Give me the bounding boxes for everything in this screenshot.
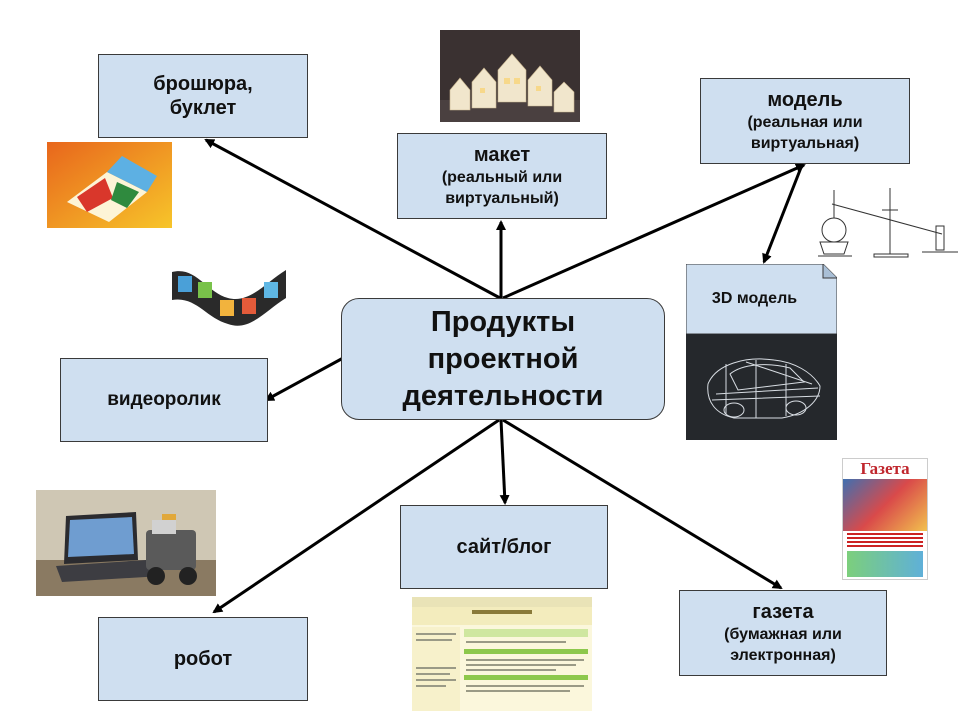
- brochure-picture: [47, 142, 172, 228]
- node-robot: робот: [98, 617, 308, 701]
- newspaper-sub-1: (бумажная или: [724, 626, 842, 643]
- maket-title: макет: [473, 144, 531, 166]
- model-sub-1: (реальная или: [747, 114, 863, 131]
- maket-picture: [440, 30, 580, 122]
- site-title: сайт/блог: [456, 536, 552, 558]
- brochure-line-2: буклет: [169, 97, 237, 119]
- node-model: модель (реальная или виртуальная): [700, 78, 910, 164]
- newspaper-masthead: Газета: [860, 459, 910, 478]
- node-newspaper: газета (бумажная или электронная): [679, 590, 887, 676]
- car-wireframe-icon: [707, 358, 821, 419]
- arrow-to-3d-model: [762, 164, 804, 264]
- model-picture: [812, 180, 960, 260]
- arrow-to-model: [502, 163, 806, 300]
- model-title: модель: [767, 89, 843, 111]
- newspaper-picture: Газета: [842, 458, 928, 580]
- maket-sub-1: (реальный или: [441, 169, 563, 186]
- maket-sub-2: виртуальный): [445, 190, 559, 207]
- newspaper-photo: [843, 479, 927, 531]
- arrow-to-video: [264, 355, 346, 402]
- arrow-to-robot: [212, 418, 500, 614]
- node-site: сайт/блог: [400, 505, 608, 589]
- video-picture: [166, 262, 290, 344]
- arrow-to-newspaper: [502, 418, 783, 590]
- node-maket: макет (реальный или виртуальный): [397, 133, 607, 219]
- video-title: видеоролик: [107, 389, 221, 410]
- newspaper-title: газета: [752, 601, 814, 623]
- model-sub-2: виртуальная): [750, 135, 860, 152]
- brochure-line-1: брошюра,: [153, 73, 253, 95]
- newspaper-columns: [847, 551, 923, 577]
- robot-title: робот: [173, 648, 233, 670]
- site-picture: [412, 597, 592, 711]
- center-line-3: деятельности: [402, 379, 604, 412]
- center-line-2: проектной: [427, 342, 579, 375]
- arrow-to-site: [499, 419, 510, 505]
- node-3d-model: [686, 264, 837, 440]
- node-video: видеоролик: [60, 358, 268, 442]
- center-node: Продукты проектной деятельности: [341, 298, 665, 420]
- arrow-to-brochure: [204, 138, 501, 300]
- center-line-1: Продукты: [430, 305, 576, 338]
- node-brochure: брошюра, буклет: [98, 54, 308, 138]
- newspaper-sub-2: электронная): [730, 647, 836, 664]
- robot-picture: [36, 490, 216, 596]
- model3d-title: 3D модель: [711, 290, 798, 307]
- newspaper-headline: [847, 533, 923, 549]
